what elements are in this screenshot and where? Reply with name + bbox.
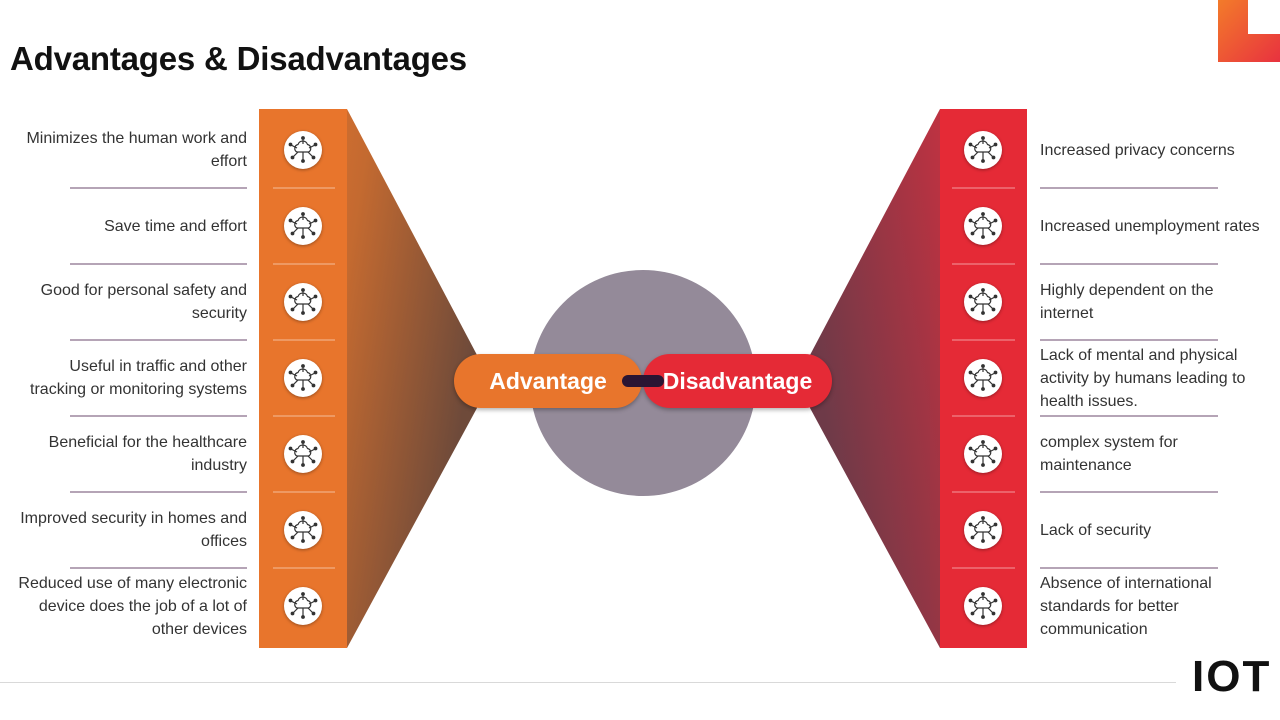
cloud-network-icon	[284, 435, 322, 473]
cloud-network-icon	[284, 283, 322, 321]
disadvantage-item-text: Highly dependent on the internet	[1040, 282, 1214, 322]
bottom-divider	[0, 682, 1176, 683]
cloud-network-icon	[964, 511, 1002, 549]
advantage-item-text: Beneficial for the healthcare industry	[48, 434, 247, 474]
advantage-item-text: Good for personal safety and security	[40, 282, 247, 322]
pill-connector	[622, 375, 664, 387]
disadvantage-item-text: Increased privacy concerns	[1040, 141, 1235, 159]
advantage-label: Advantage	[489, 367, 607, 394]
text-dividers	[70, 187, 1218, 569]
disadvantage-label: Disadvantage	[662, 367, 813, 394]
cloud-network-icon	[964, 435, 1002, 473]
corner-logo	[1218, 0, 1280, 62]
cloud-network-icon	[964, 207, 1002, 245]
cloud-network-icon	[284, 587, 322, 625]
advantage-item-text: Minimizes the human work and effort	[26, 130, 247, 170]
cloud-network-icon	[284, 359, 322, 397]
disadvantage-pill: Disadvantage	[643, 354, 832, 408]
disadvantage-item-text: Absence of international standards for b…	[1040, 574, 1212, 638]
disadvantage-item-text: Increased unemployment rates	[1040, 217, 1260, 235]
advantage-item-text: Save time and effort	[104, 217, 247, 235]
band-dividers	[273, 187, 1015, 569]
cloud-network-icon	[284, 131, 322, 169]
disadvantage-item-text: Lack of security	[1040, 521, 1152, 539]
advantage-item-text: Improved security in homes and offices	[20, 510, 247, 550]
cloud-network-icon	[964, 359, 1002, 397]
cloud-network-icon	[284, 207, 322, 245]
page-title: Advantages & Disadvantages	[10, 40, 467, 77]
disadvantage-item-text: complex system for maintenance	[1040, 434, 1178, 474]
iot-logo: IOT	[1192, 652, 1272, 701]
advantage-item-text: Reduced use of many electronic device do…	[18, 574, 247, 638]
cloud-network-icon	[964, 283, 1002, 321]
disadvantage-item-text: Lack of mental and physical activity by …	[1040, 346, 1246, 410]
advantage-item-text: Useful in traffic and other tracking or …	[30, 358, 247, 398]
cloud-network-icon	[964, 131, 1002, 169]
cloud-network-icon	[284, 511, 322, 549]
cloud-network-icon	[964, 587, 1002, 625]
advantage-pill: Advantage	[454, 354, 642, 408]
